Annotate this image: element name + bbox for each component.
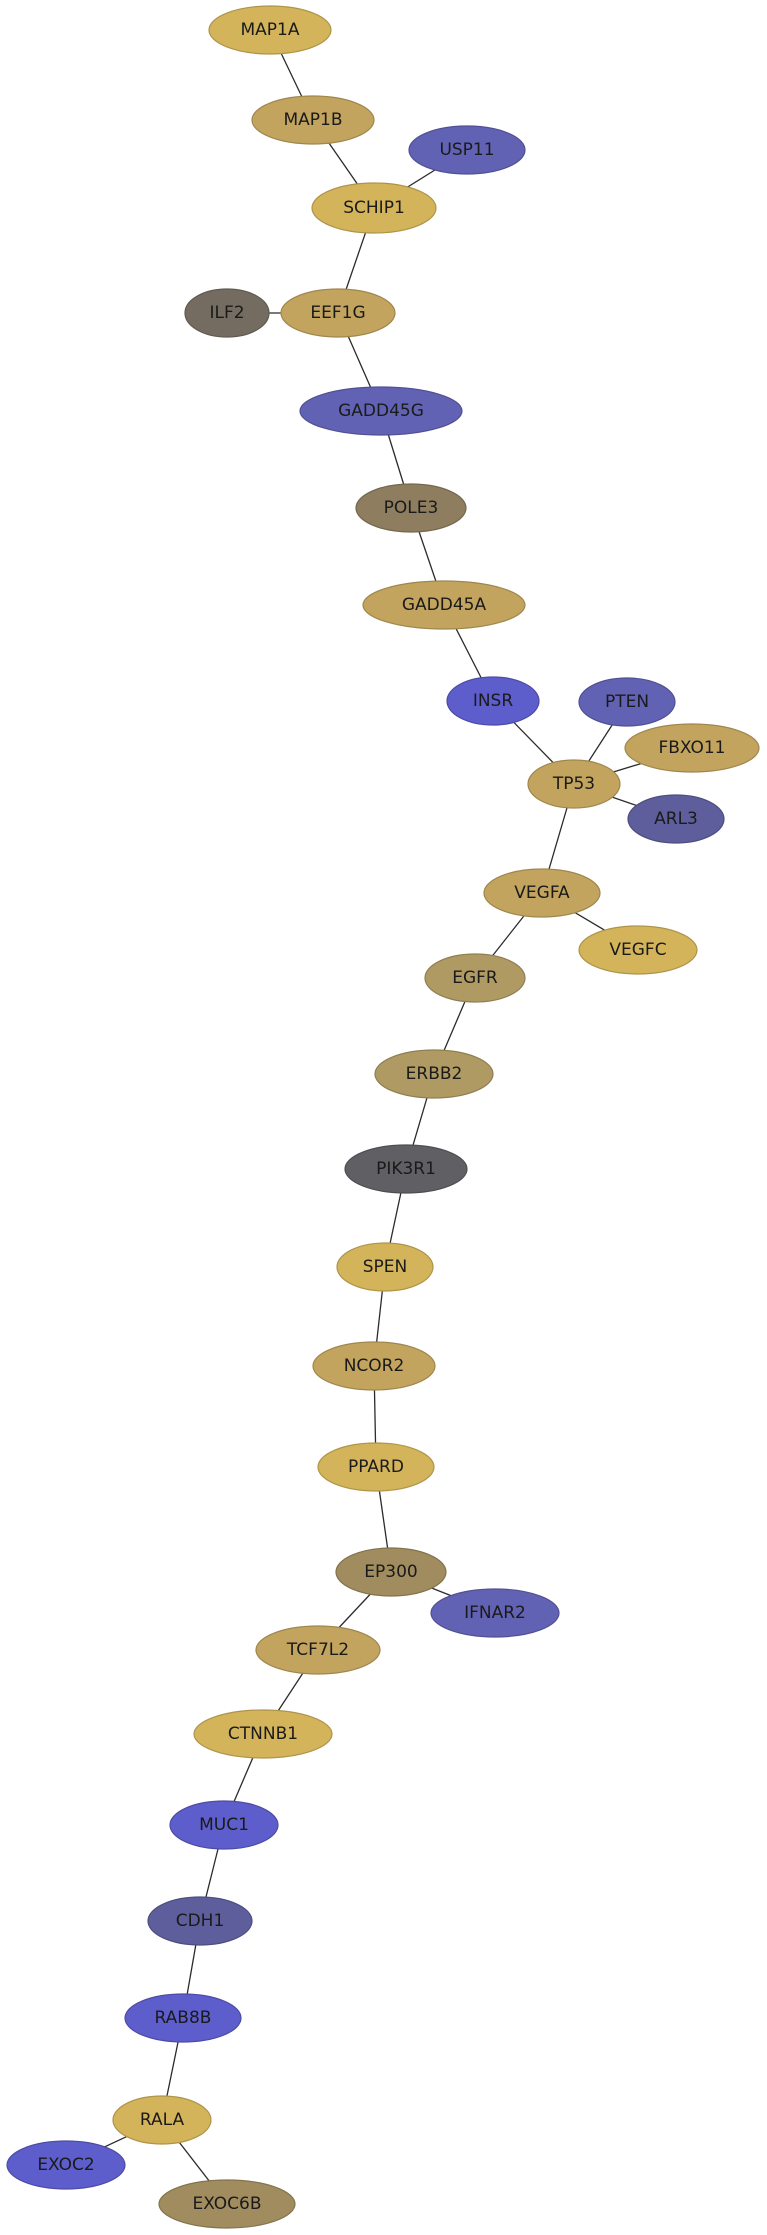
node-label: INSR [473,691,514,711]
node-pten[interactable]: PTEN [578,677,676,727]
node-ellipse [527,759,621,809]
node-erbb2[interactable]: ERBB2 [374,1049,494,1099]
node-gadd45g[interactable]: GADD45G [299,386,463,436]
node-label: GADD45A [402,595,487,615]
node-label: SCHIP1 [343,198,405,218]
node-label: VEGFA [514,883,570,903]
node-label: RALA [140,2110,185,2130]
node-ellipse [578,677,676,727]
node-ellipse [147,1896,253,1946]
edges-layer [65,29,693,2205]
node-ellipse [6,2140,126,2190]
node-label: EEF1G [310,303,365,323]
node-ilf2[interactable]: ILF2 [184,288,270,338]
node-ellipse [483,868,601,918]
node-ellipse [124,1993,242,2043]
node-ellipse [344,1144,468,1194]
node-ellipse [336,1242,434,1292]
node-gadd45a[interactable]: GADD45A [362,580,526,630]
node-ellipse [208,5,332,55]
node-label: SPEN [363,1257,408,1277]
node-label: MAP1B [283,110,342,130]
node-ellipse [280,288,396,338]
node-label: IFNAR2 [464,1603,526,1623]
node-ellipse [424,953,526,1003]
node-vegfc[interactable]: VEGFC [578,925,698,975]
node-ellipse [578,925,698,975]
node-exoc6b[interactable]: EXOC6B [158,2179,296,2229]
node-pik3r1[interactable]: PIK3R1 [344,1144,468,1194]
node-ellipse [112,2095,212,2145]
node-ellipse [158,2179,296,2229]
node-label: ERBB2 [406,1064,463,1084]
node-label: CTNNB1 [228,1724,298,1744]
node-ellipse [299,386,463,436]
node-label: CDH1 [176,1911,225,1931]
node-ellipse [627,794,725,844]
node-label: POLE3 [384,498,439,518]
node-ellipse [408,125,526,175]
node-ep300[interactable]: EP300 [335,1547,447,1597]
node-label: MUC1 [199,1815,249,1835]
node-ellipse [335,1547,447,1597]
node-label: TP53 [552,774,595,794]
node-label: MAP1A [241,20,300,40]
node-pole3[interactable]: POLE3 [355,483,467,533]
node-label: NCOR2 [344,1356,405,1376]
node-label: VEGFC [609,940,666,960]
node-label: EXOC6B [192,2194,261,2214]
node-ppard[interactable]: PPARD [317,1442,435,1492]
node-label: ARL3 [654,809,698,829]
node-vegfa[interactable]: VEGFA [483,868,601,918]
node-ctnnb1[interactable]: CTNNB1 [193,1709,333,1759]
node-ellipse [317,1442,435,1492]
node-eef1g[interactable]: EEF1G [280,288,396,338]
node-rab8b[interactable]: RAB8B [124,1993,242,2043]
node-fbxo11[interactable]: FBXO11 [624,723,760,773]
node-label: PPARD [348,1457,404,1477]
node-arl3[interactable]: ARL3 [627,794,725,844]
node-ellipse [311,182,437,234]
node-ellipse [255,1625,381,1675]
node-label: PTEN [605,692,649,712]
node-schip1[interactable]: SCHIP1 [311,182,437,234]
node-ellipse [430,1588,560,1638]
node-label: TCF7L2 [286,1640,349,1660]
node-map1a[interactable]: MAP1A [208,5,332,55]
node-ellipse [446,676,540,726]
node-cdh1[interactable]: CDH1 [147,1896,253,1946]
node-tcf7l2[interactable]: TCF7L2 [255,1625,381,1675]
node-label: FBXO11 [658,738,725,758]
node-label: EGFR [452,968,498,988]
node-tp53[interactable]: TP53 [527,759,621,809]
node-ellipse [184,288,270,338]
node-map1b[interactable]: MAP1B [251,95,375,145]
node-egfr[interactable]: EGFR [424,953,526,1003]
node-label: USP11 [439,140,494,160]
node-ncor2[interactable]: NCOR2 [312,1341,436,1391]
node-ellipse [193,1709,333,1759]
node-label: PIK3R1 [376,1159,436,1179]
node-exoc2[interactable]: EXOC2 [6,2140,126,2190]
node-usp11[interactable]: USP11 [408,125,526,175]
node-ellipse [374,1049,494,1099]
node-insr[interactable]: INSR [446,676,540,726]
node-ifnar2[interactable]: IFNAR2 [430,1588,560,1638]
node-spen[interactable]: SPEN [336,1242,434,1292]
node-ellipse [355,483,467,533]
node-ellipse [251,95,375,145]
node-ellipse [624,723,760,773]
node-ellipse [169,1800,279,1850]
node-label: GADD45G [338,401,424,421]
node-rala[interactable]: RALA [112,2095,212,2145]
node-ellipse [312,1341,436,1391]
node-label: ILF2 [209,303,244,323]
node-label: RAB8B [155,2008,212,2028]
node-label: EP300 [364,1562,417,1582]
node-ellipse [362,580,526,630]
node-label: EXOC2 [37,2155,94,2175]
node-muc1[interactable]: MUC1 [169,1800,279,1850]
